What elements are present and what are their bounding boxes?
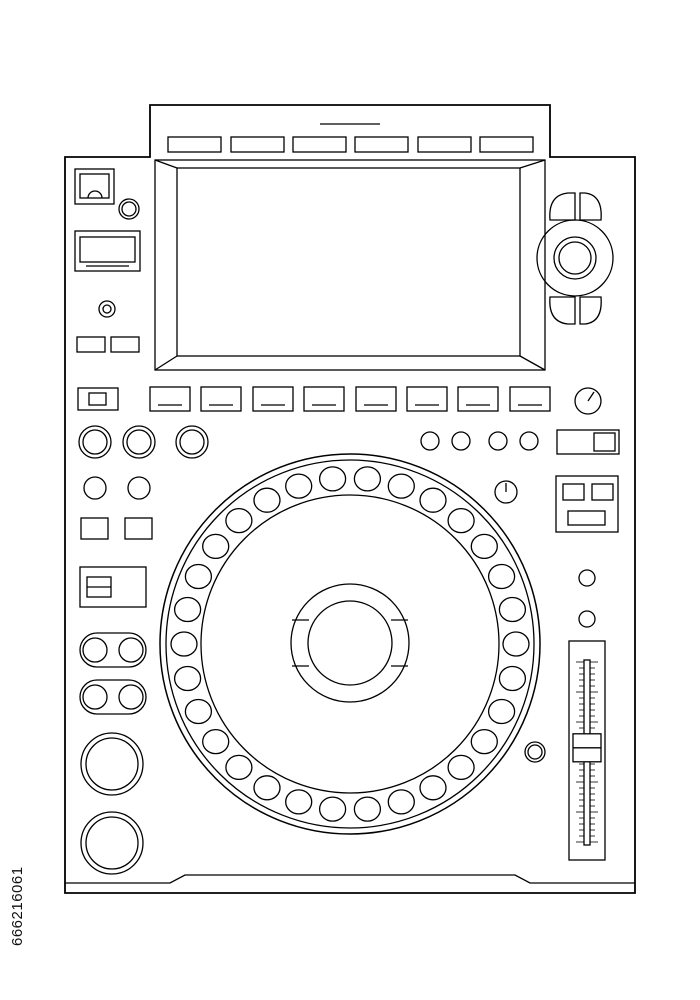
- search-forward-button[interactable]: [118, 684, 144, 710]
- track-search-buttons: [79, 632, 147, 668]
- jog-ring-pad: [447, 507, 475, 534]
- jog-ring-pad: [470, 728, 498, 755]
- tempo-reset-button[interactable]: [567, 510, 606, 526]
- jog-adjust-knob[interactable]: [574, 387, 602, 415]
- tempo-slider-handle[interactable]: [572, 733, 602, 763]
- jog-ring-pad: [173, 665, 202, 692]
- usb-port[interactable]: [74, 168, 115, 205]
- display-button-6[interactable]: [479, 136, 534, 153]
- jog-ring-pad: [253, 487, 281, 513]
- hot-cue-f[interactable]: [406, 386, 448, 412]
- display-button-3[interactable]: [292, 136, 347, 153]
- jog-ring-pad: [419, 775, 447, 801]
- hot-cue-d[interactable]: [303, 386, 345, 412]
- hot-cue-buttons: [149, 386, 551, 412]
- menu-button[interactable]: [549, 296, 576, 325]
- jog-ring-pad: [353, 796, 382, 822]
- tempo-reset-indicator: [524, 741, 546, 763]
- player-body: [64, 104, 636, 894]
- jog-ring-pad: [447, 754, 475, 781]
- display-button-5[interactable]: [417, 136, 472, 153]
- jog-wheel[interactable]: [159, 453, 541, 835]
- beat-sync-button-1[interactable]: [420, 431, 440, 451]
- browse-back-button[interactable]: [549, 192, 576, 221]
- front-lip: [65, 874, 635, 884]
- tag-button[interactable]: [579, 296, 602, 325]
- vinyl-speed-knob[interactable]: [494, 480, 518, 504]
- track-search-back-button[interactable]: [82, 637, 108, 663]
- display-function-buttons: [167, 136, 534, 153]
- tempo-range-panel: [555, 475, 619, 533]
- hot-cue-g[interactable]: [457, 386, 499, 412]
- vinyl-mode-switch[interactable]: [556, 429, 620, 455]
- sd-card-slot[interactable]: [74, 230, 141, 272]
- loop-in-knob[interactable]: [78, 425, 112, 459]
- eject-knob[interactable]: [118, 198, 140, 220]
- beat-sync-button-2[interactable]: [451, 431, 471, 451]
- display-button-4[interactable]: [354, 136, 409, 153]
- beat-sync-button-4[interactable]: [519, 431, 539, 451]
- jog-ring-pad: [487, 563, 516, 590]
- jog-ring-pad: [498, 665, 527, 692]
- search-buttons: [79, 679, 147, 715]
- rotary-knob[interactable]: [553, 236, 597, 280]
- browse-forward-button[interactable]: [579, 192, 602, 221]
- cue-button[interactable]: [80, 732, 144, 796]
- jog-ring-pad: [318, 466, 347, 492]
- play-pause-button[interactable]: [80, 811, 144, 875]
- tempo-slider[interactable]: [568, 640, 606, 861]
- jog-ring-pad: [387, 789, 415, 815]
- jog-ring-pad: [225, 754, 253, 781]
- hot-cue-h[interactable]: [509, 386, 551, 412]
- jog-ring-pad: [202, 728, 230, 755]
- jog-ring-pad: [498, 596, 527, 623]
- jog-ring-pad: [502, 631, 530, 657]
- loop-out-knob[interactable]: [122, 425, 156, 459]
- rotary-selector[interactable]: [536, 192, 614, 325]
- jog-platter[interactable]: [200, 494, 500, 794]
- jog-ring-pad: [353, 466, 382, 492]
- track-search-forward-button[interactable]: [118, 637, 144, 663]
- jog-ring-pad: [285, 789, 313, 815]
- jog-ring-pad: [170, 631, 198, 657]
- small-indicator-knob[interactable]: [98, 300, 116, 318]
- beat-sync-button-3[interactable]: [488, 431, 508, 451]
- loop-button[interactable]: [77, 387, 119, 411]
- hot-cue-a[interactable]: [149, 386, 191, 412]
- jog-ring-pad: [184, 563, 213, 590]
- jog-ring-pad: [184, 698, 213, 725]
- key-sync-button[interactable]: [578, 610, 596, 628]
- left-button-1[interactable]: [76, 336, 106, 353]
- display-button-2[interactable]: [230, 136, 285, 153]
- jog-ring-pad: [202, 533, 230, 560]
- master-tempo-button[interactable]: [591, 483, 614, 501]
- jog-center-display: [290, 583, 410, 703]
- jog-ring-pad: [387, 473, 415, 499]
- display-button-1[interactable]: [167, 136, 222, 153]
- jog-ring-pad: [470, 533, 498, 560]
- main-screen: [154, 159, 546, 371]
- jog-ring-pads: [170, 466, 530, 822]
- jog-ring-pad: [419, 487, 447, 513]
- beat-jump-forward-button[interactable]: [127, 476, 151, 500]
- hot-cue-c[interactable]: [252, 386, 294, 412]
- beat-jump-back-button[interactable]: [83, 476, 107, 500]
- reloop-knob[interactable]: [175, 425, 209, 459]
- hot-cue-e[interactable]: [355, 386, 397, 412]
- direction-switch[interactable]: [79, 566, 147, 608]
- call-back-button[interactable]: [80, 517, 109, 540]
- call-forward-button[interactable]: [124, 517, 153, 540]
- tempo-range-button[interactable]: [562, 483, 585, 501]
- jog-ring-pad: [225, 507, 253, 534]
- jog-ring-pad: [487, 698, 516, 725]
- jog-ring-pad: [253, 775, 281, 801]
- left-button-2[interactable]: [110, 336, 140, 353]
- search-back-button[interactable]: [82, 684, 108, 710]
- jog-ring-pad: [285, 473, 313, 499]
- hot-cue-b[interactable]: [200, 386, 242, 412]
- jog-ring-pad: [173, 596, 202, 623]
- master-button[interactable]: [578, 569, 596, 587]
- jog-ring-pad: [318, 796, 347, 822]
